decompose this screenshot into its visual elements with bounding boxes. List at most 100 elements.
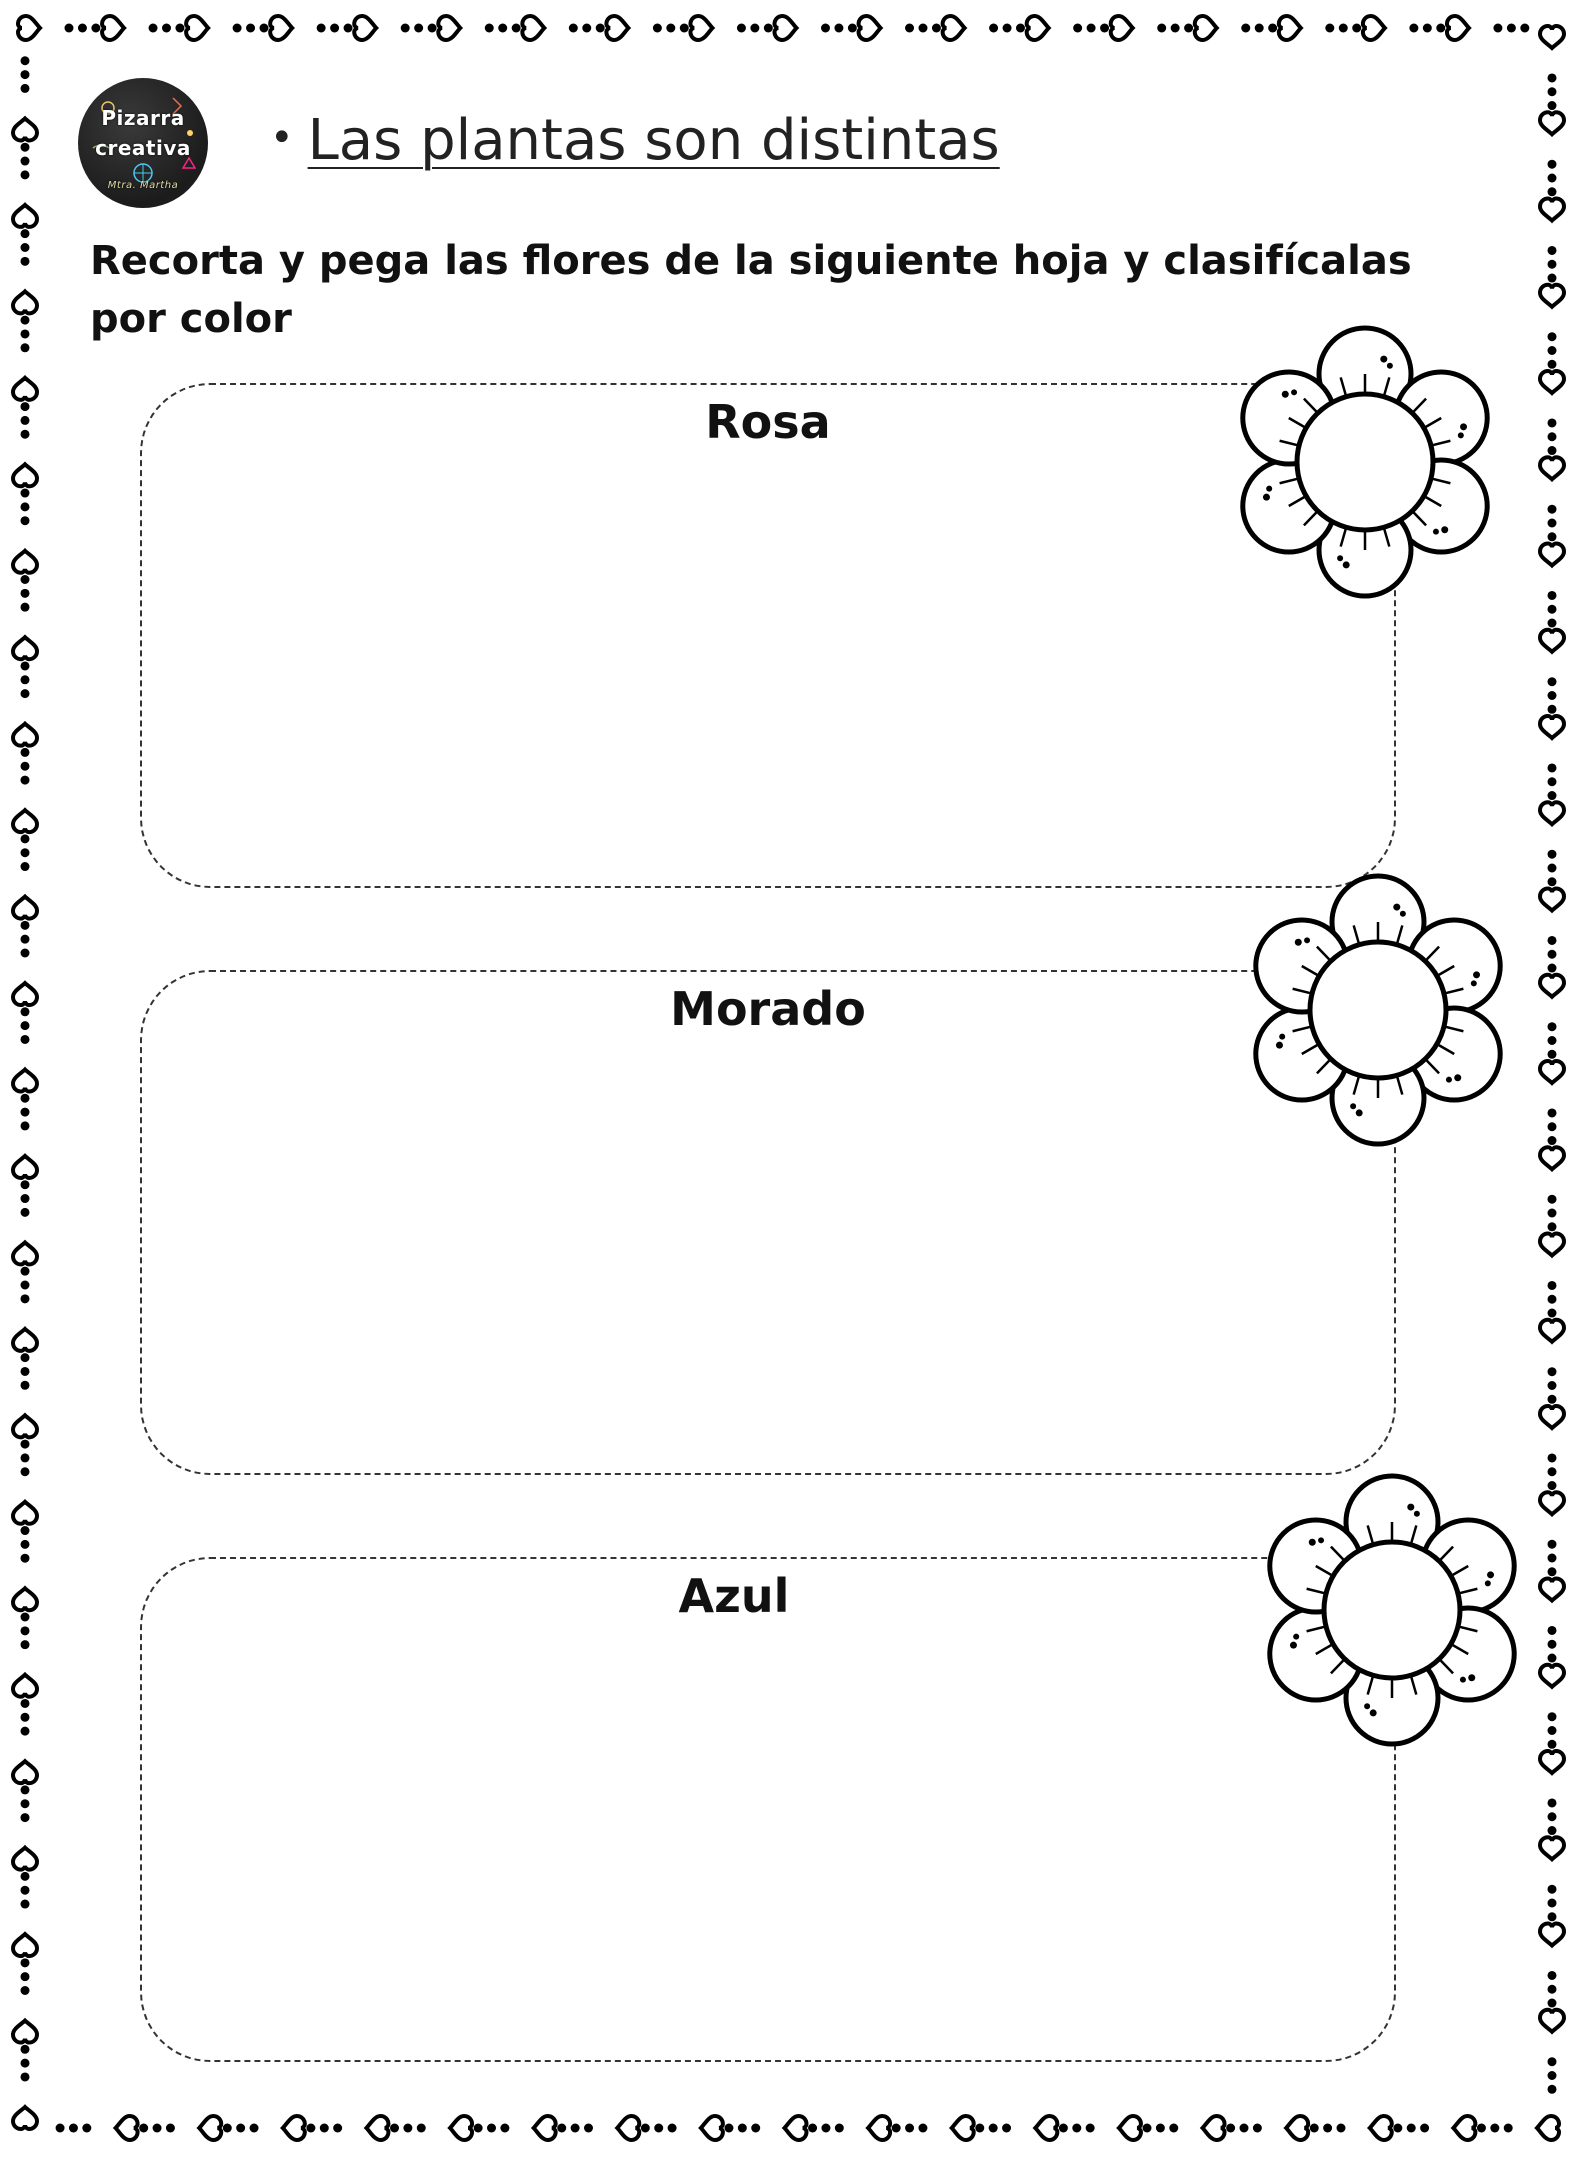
border-heart-icon xyxy=(10,1931,40,1959)
border-dot xyxy=(165,2123,175,2133)
border-dot xyxy=(1547,1367,1557,1377)
border-dot xyxy=(1547,1022,1557,1032)
border-dot xyxy=(20,675,30,685)
border-dot xyxy=(20,70,30,80)
border-dot xyxy=(487,2123,496,2133)
border-dot xyxy=(68,2123,78,2133)
border-dot xyxy=(1547,704,1557,714)
border-dot xyxy=(20,1899,30,1909)
border-dot xyxy=(20,761,30,771)
border-dot xyxy=(975,2123,985,2133)
flower-dot xyxy=(1457,432,1464,439)
border-dot xyxy=(1547,1108,1557,1118)
border-dot xyxy=(20,1612,30,1622)
flower-dot xyxy=(1318,1537,1325,1544)
border-dot xyxy=(511,23,521,33)
border-heart-icon xyxy=(1537,1145,1567,1173)
flower-dot xyxy=(1364,1703,1371,1710)
border-heart-icon xyxy=(856,13,884,43)
border-dot xyxy=(232,23,242,33)
border-dot xyxy=(1547,1481,1557,1491)
border-dot xyxy=(918,23,928,33)
border-heart-icon xyxy=(1360,13,1388,43)
border-dot xyxy=(1547,273,1557,283)
border-dot xyxy=(20,243,30,252)
category-label-rosa: Rosa xyxy=(705,395,831,449)
border-dot xyxy=(1547,604,1557,614)
category-box-azul[interactable]: Azul xyxy=(140,1557,1396,2062)
border-heart-icon xyxy=(1199,2113,1227,2143)
border-heart-icon xyxy=(1537,1662,1567,1690)
border-dot xyxy=(1547,1984,1557,1994)
border-dot xyxy=(55,2123,65,2133)
border-dot xyxy=(222,2123,232,2133)
flower-dot xyxy=(1487,1571,1495,1579)
flower-dot xyxy=(1470,980,1477,987)
border-heart-icon xyxy=(1116,2113,1143,2143)
category-label-morado: Morado xyxy=(670,982,866,1036)
border-dot xyxy=(416,2123,426,2133)
border-heart-icon xyxy=(10,1671,40,1699)
border-dot xyxy=(20,1526,30,1536)
border-dot xyxy=(20,2072,30,2082)
border-dot xyxy=(1239,2123,1249,2133)
border-dot xyxy=(1547,877,1557,887)
border-heart-icon xyxy=(10,1498,40,1526)
border-dot xyxy=(20,415,30,425)
border-dot xyxy=(316,23,326,33)
border-dot xyxy=(473,2123,483,2133)
flower-dot xyxy=(1289,1641,1297,1649)
border-heart-icon xyxy=(268,13,295,43)
border-dot xyxy=(330,23,340,33)
border-dot xyxy=(259,23,269,33)
border-dot xyxy=(1547,504,1557,514)
page-title: •Las plantas son distintas xyxy=(270,108,1000,173)
border-dot xyxy=(751,2123,761,2133)
border-dot xyxy=(1547,245,1557,255)
border-heart-icon xyxy=(1276,13,1304,43)
category-box-morado[interactable]: Morado xyxy=(140,970,1396,1475)
border-heart-icon xyxy=(10,720,40,748)
border-dot xyxy=(1547,1970,1557,1980)
border-dot xyxy=(1547,532,1557,542)
flower-dot xyxy=(1294,938,1302,946)
border-dot xyxy=(1503,2123,1513,2133)
border-dot xyxy=(319,2123,329,2133)
border-dot xyxy=(1015,23,1025,33)
flower-dot xyxy=(1386,362,1393,369)
border-heart-icon xyxy=(1537,1748,1567,1776)
border-dot xyxy=(20,429,30,439)
border-dot xyxy=(20,488,30,498)
flower-dot xyxy=(1468,1674,1476,1682)
border-dot xyxy=(1155,2123,1165,2133)
border-heart-icon xyxy=(436,13,464,43)
flower-icon xyxy=(1267,1473,1517,1747)
border-dot xyxy=(20,1266,30,1276)
border-heart-icon xyxy=(10,1844,40,1872)
border-dot xyxy=(500,2123,510,2133)
border-dot xyxy=(427,23,437,33)
border-dot xyxy=(905,2123,915,2133)
border-dot xyxy=(20,1380,30,1390)
border-dot xyxy=(1226,2123,1236,2133)
border-heart-icon xyxy=(1537,1403,1567,1431)
border-dot xyxy=(20,920,30,930)
border-dot xyxy=(1086,23,1096,33)
border-heart-icon xyxy=(1537,1317,1567,1345)
border-dot xyxy=(1547,1912,1557,1922)
border-dot xyxy=(20,1093,30,1103)
border-dot xyxy=(1547,73,1557,83)
border-dot xyxy=(1547,1625,1557,1635)
border-dot xyxy=(931,23,941,33)
flower-center xyxy=(1321,1539,1463,1681)
border-dot xyxy=(1547,1049,1557,1059)
border-heart-icon xyxy=(1534,2113,1562,2143)
border-heart-icon xyxy=(1537,1835,1567,1863)
border-heart-icon xyxy=(10,1326,40,1353)
category-box-rosa[interactable]: Rosa xyxy=(140,383,1396,888)
border-heart-icon xyxy=(10,1585,40,1613)
flower-dot xyxy=(1399,910,1406,917)
border-dot xyxy=(1100,23,1110,33)
border-heart-icon xyxy=(10,2017,40,2045)
border-dot xyxy=(724,2123,734,2133)
